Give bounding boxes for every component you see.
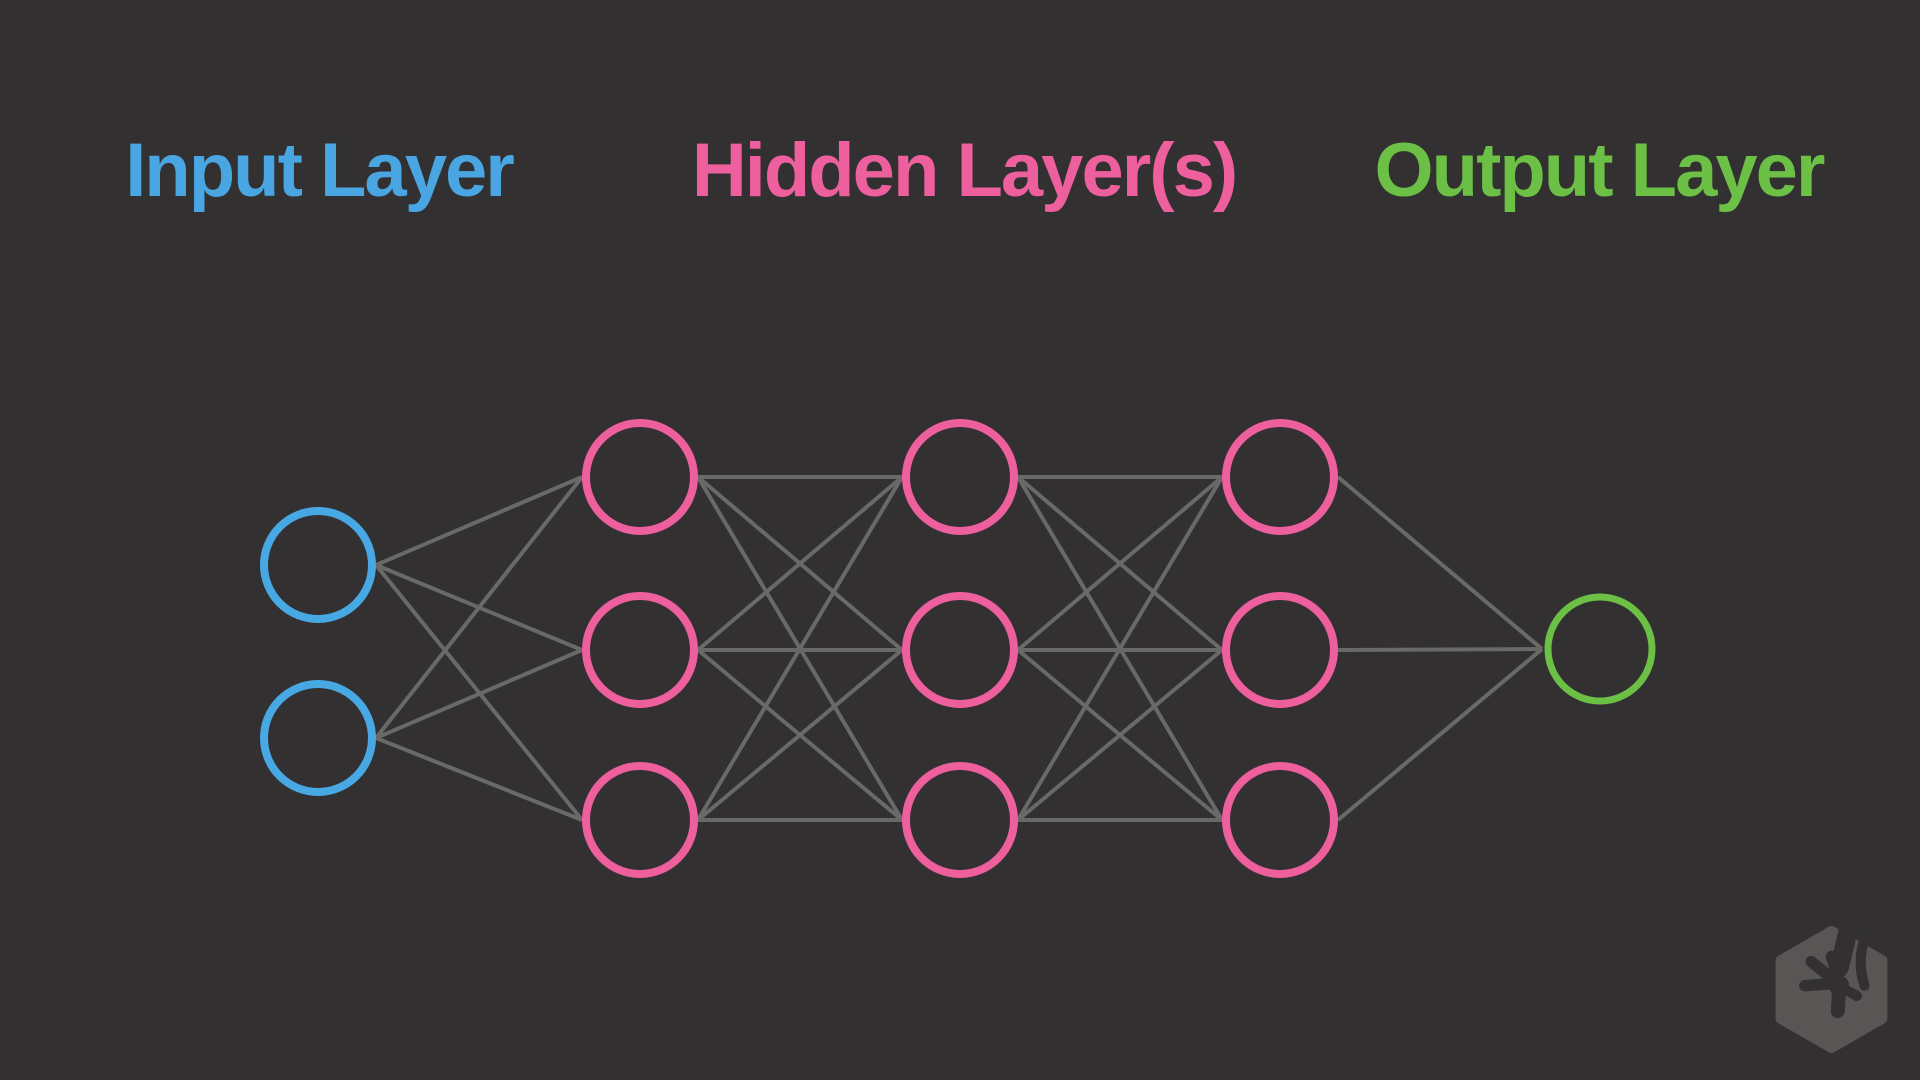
gecko-foot-hexagon-logo — [1775, 926, 1888, 1053]
edge-input-2-to-hidden-1-2 — [375, 648, 583, 740]
hidden-1-node-2 — [582, 592, 698, 708]
edge-hidden-3-2-to-output-1 — [1337, 647, 1543, 652]
edge-hidden-2-2-to-hidden-3-1 — [1016, 475, 1224, 652]
hidden-3-node-1 — [1222, 419, 1338, 535]
edge-input-2-to-hidden-1-1 — [374, 475, 584, 740]
nodes-group — [260, 419, 1656, 878]
hidden-2-node-3 — [902, 762, 1018, 878]
output-node-1 — [1544, 593, 1656, 705]
hidden-1-node-1 — [582, 419, 698, 535]
edge-input-1-to-hidden-1-1 — [375, 475, 583, 567]
edge-hidden-3-1-to-output-1 — [1336, 475, 1544, 651]
edge-hidden-1-3-to-hidden-2-1 — [696, 475, 904, 822]
edge-hidden-3-3-to-output-1 — [1336, 647, 1544, 822]
hidden-layer-title: Hidden Layer(s) — [691, 128, 1238, 213]
hidden-2-node-1 — [902, 419, 1018, 535]
edges-group — [374, 475, 1544, 822]
output-layer-title: Output Layer — [1374, 128, 1826, 213]
hidden-2-node-2 — [902, 592, 1018, 708]
edge-hidden-1-3-to-hidden-2-2 — [696, 648, 904, 822]
input-node-1 — [260, 507, 376, 623]
input-node-2 — [260, 680, 376, 796]
edge-hidden-2-3-to-hidden-3-2 — [1016, 648, 1224, 822]
hidden-1-node-3 — [582, 762, 698, 878]
hidden-3-node-3 — [1222, 762, 1338, 878]
logo-gecko-foot — [1799, 926, 1870, 1019]
input-layer-title: Input Layer — [125, 128, 515, 213]
edge-hidden-1-2-to-hidden-2-1 — [696, 475, 904, 652]
edge-input-2-to-hidden-1-3 — [375, 736, 583, 822]
edge-hidden-2-3-to-hidden-3-1 — [1016, 475, 1224, 822]
hidden-3-node-2 — [1222, 592, 1338, 708]
